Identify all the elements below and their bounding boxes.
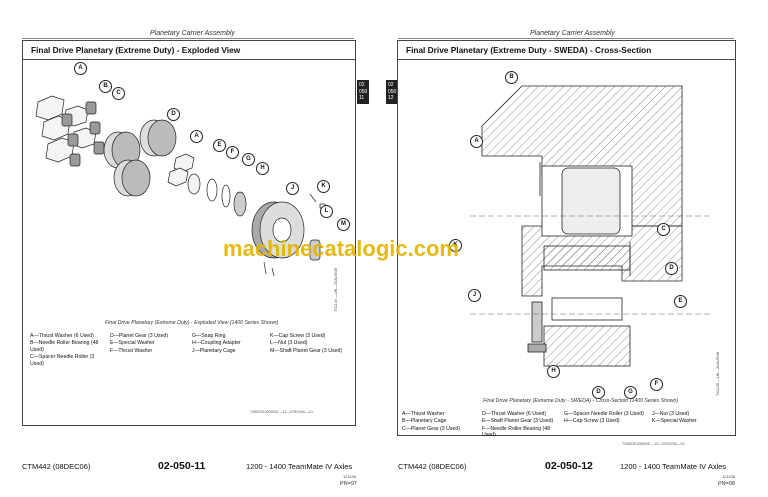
figure-title: Final Drive Planetary (Extreme Duty) - E… [31, 45, 241, 55]
running-header: Planetary Carrier Assembly [530, 30, 615, 37]
callout-a: A [470, 135, 483, 148]
legend-col-2: D—Thrust Washer (6 Used) E—Shaft Planet … [482, 411, 562, 440]
legend-item: F—Needle Roller Bearing (48 Used) [482, 425, 551, 439]
callout-h: H [256, 162, 269, 175]
legend-item: F—Thrust Washer [110, 347, 153, 354]
legend-item: K—Cap Screw (3 Used) [270, 333, 326, 339]
callout-j: J [286, 182, 299, 195]
exploded-view-drawing [35, 95, 326, 277]
footer-pn: PN=98 [718, 481, 735, 487]
title-rule [398, 59, 735, 60]
tab-line-2: 050 [359, 88, 368, 95]
callout-c: C [657, 223, 670, 236]
callout-a: A [74, 62, 87, 75]
figure-caption: Final Drive Planetary (Extreme Duty - SW… [483, 398, 679, 404]
legend-item: G—Spacer Needle Roller (3 Used) [564, 411, 644, 417]
tab-line-1: 02 [359, 82, 365, 88]
section-tab: 02 050 11 [357, 80, 370, 104]
legend-col-4: K—Cap Screw (3 Used) L—Nut (3 Used) M—Sh… [270, 333, 352, 355]
section-tab: 02 050 12 [386, 80, 399, 104]
legend-col-2: D—Planet Gear (3 Used) E—Special Washer … [110, 333, 190, 355]
parts-legend: A—Thrust Washer B—Planetary Cage C—Plane… [402, 411, 732, 445]
legend-item: B—Needle Roller Bearing (48 Used) [30, 340, 99, 353]
footer-date: 121106 [343, 474, 357, 479]
parts-legend: A—Thrust Washer (6 Used) B—Needle Roller… [30, 333, 350, 373]
legend-item: K—Special Washer [652, 418, 697, 425]
callout-e: E [674, 295, 687, 308]
callout-h: H [547, 365, 560, 378]
callout-e: E [213, 139, 226, 152]
tab-line-3: 11 [359, 95, 365, 101]
callout-d-2: D [592, 386, 605, 399]
tab-line-1: 02 [388, 82, 394, 88]
legend-col-1: A—Thrust Washer (6 Used) B—Needle Roller… [30, 333, 106, 368]
legend-item: D—Thrust Washer (6 Used) [482, 411, 547, 417]
callout-d: D [167, 108, 180, 121]
legend-item: A—Thrust Washer [402, 411, 445, 417]
thrust-washer-shape [35, 95, 65, 121]
legend-item: C—Planet Gear (3 Used) [402, 425, 460, 432]
callout-k: K [317, 180, 330, 193]
footer-manual-id: CTM442 (08DEC06) [398, 462, 467, 471]
legend-item: D—Planet Gear (3 Used) [110, 333, 168, 339]
legend-col-3: G—Spacer Needle Roller (3 Used) H—Cap Sc… [564, 411, 648, 426]
callout-b: B [505, 71, 518, 84]
footer-title: 1200 - 1400 TeamMate IV Axles [246, 462, 353, 471]
page-number: 02-050-12 [545, 460, 593, 472]
legend-item: M—Shaft Planet Gear (3 Used) [270, 347, 343, 354]
legend-item: A—Thrust Washer (6 Used) [30, 333, 94, 339]
footer-manual-id: CTM442 (08DEC06) [22, 462, 91, 471]
legend-item: L—Nut (3 Used) [270, 340, 308, 347]
legend-item: G—Snap Ring [192, 333, 226, 339]
callout-c: C [112, 87, 125, 100]
title-rule [23, 59, 355, 60]
figure-id: TX1145 —UN—20AUG08 [716, 352, 720, 396]
callout-d: D [665, 262, 678, 275]
figure-reference: TX55025,000000D —19—07NOV06—1/1 [250, 410, 313, 414]
legend-item: E—Special Washer [110, 340, 155, 347]
legend-item: J—Nut (3 Used) [652, 411, 690, 417]
header-rule [398, 38, 734, 39]
callout-a-2: A [190, 130, 203, 143]
legend-item: E—Shaft Planet Gear (3 Used) [482, 418, 554, 425]
cross-section-drawing [470, 85, 712, 367]
legend-item: B—Planetary Cage [402, 418, 447, 425]
footer-title: 1200 - 1400 TeamMate IV Axles [620, 462, 727, 471]
legend-item: H—Cap Screw (3 Used) [564, 418, 620, 425]
watermark-text: machinecatalogic.com [223, 236, 459, 261]
callout-f: F [226, 146, 239, 159]
legend-item: J—Planetary Cage [192, 347, 236, 354]
callout-b: B [99, 80, 112, 93]
figure-title: Final Drive Planetary (Extreme Duty - SW… [406, 45, 652, 55]
callout-g: G [624, 386, 637, 399]
footer-pn: PN=97 [340, 481, 357, 487]
callout-m: M [337, 218, 350, 231]
legend-item: H—Coupling Adapter [192, 340, 241, 347]
left-page: Planetary Carrier Assembly [150, 30, 235, 37]
figure-caption: Final Drive Planetary (Extreme Duty) - E… [105, 320, 279, 326]
callout-g: G [242, 153, 255, 166]
tab-line-3: 12 [388, 95, 394, 101]
callout-k: K [449, 239, 462, 252]
legend-col-3: G—Snap Ring H—Coupling Adapter J—Planeta… [192, 333, 268, 355]
figure-frame-exploded: Final Drive Planetary (Extreme Duty) - E… [22, 40, 356, 426]
callout-f: F [650, 378, 663, 391]
right-page: Planetary Carrier Assembly [384, 0, 768, 497]
legend-col-4: J—Nut (3 Used) K—Special Washer [652, 411, 730, 426]
legend-item: C—Spacer Needle Roller (3 Used) [30, 354, 95, 367]
figure-id: TX1144 —UN—20AUG08 [334, 268, 338, 312]
header-rule [22, 38, 354, 39]
callout-l: L [320, 205, 333, 218]
figure-reference: TX55025,000000E —19—07NOV06—1/1 [622, 442, 685, 446]
page-number: 02-050-11 [158, 460, 206, 472]
footer-date: 121106 [722, 474, 736, 479]
running-header: Planetary Carrier Assembly [150, 30, 235, 37]
callout-j: J [468, 289, 481, 302]
tab-line-2: 050 [388, 88, 397, 95]
legend-col-1: A—Thrust Washer B—Planetary Cage C—Plane… [402, 411, 480, 433]
